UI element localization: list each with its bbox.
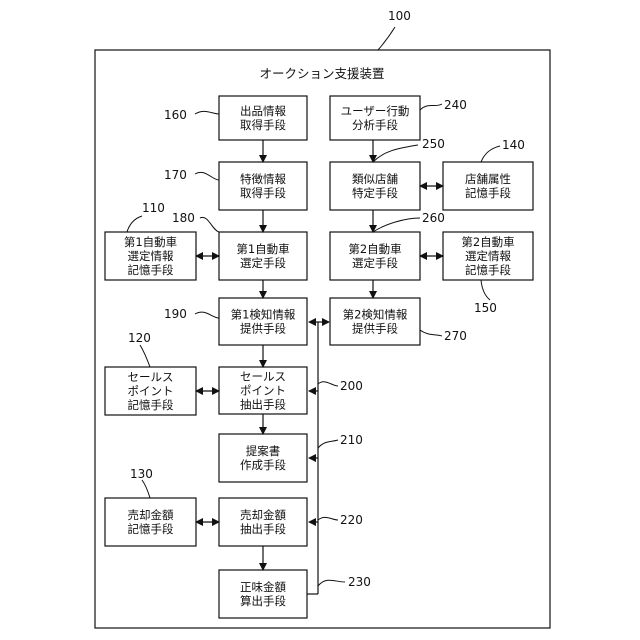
reference-number-270: 270	[444, 329, 467, 343]
leader-260	[373, 218, 420, 232]
block-200-label-line: 抽出手段	[240, 398, 286, 412]
frame-title: オークション支援装置	[259, 66, 384, 81]
leader-130	[142, 480, 150, 498]
block-140-label-line: 店舗属性	[465, 172, 511, 186]
leader-200	[318, 382, 338, 386]
block-270-label-line: 提供手段	[352, 322, 398, 336]
block-190: 第1検知情報提供手段	[219, 298, 307, 345]
block-220-label-line: 抽出手段	[240, 522, 286, 536]
block-120: セールスポイント記憶手段	[105, 367, 196, 415]
block-140: 店舗属性記憶手段	[443, 162, 533, 210]
block-250-label-line: 特定手段	[352, 186, 398, 200]
reference-number-160: 160	[164, 108, 187, 122]
leader-110	[127, 216, 142, 232]
block-230-label-line: 算出手段	[240, 594, 286, 608]
block-150: 第2自動車選定情報記憶手段	[443, 232, 533, 280]
block-150-label-line: 選定情報	[465, 249, 511, 263]
reference-number-230: 230	[348, 575, 371, 589]
block-160-label-line: 取得手段	[240, 118, 286, 132]
block-210-label-line: 作成手段	[240, 458, 286, 472]
block-170-label-line: 特徴情報	[240, 172, 286, 186]
block-150-label-line: 記憶手段	[465, 263, 511, 277]
leader-140	[481, 146, 500, 162]
block-160: 出品情報取得手段	[219, 96, 307, 140]
reference-number-120: 120	[128, 331, 151, 345]
reference-number-190: 190	[164, 307, 187, 321]
block-240: ユーザー行動分析手段	[330, 96, 420, 140]
reference-number-170: 170	[164, 168, 187, 182]
block-140-label-line: 記憶手段	[465, 186, 511, 200]
block-240-label-line: ユーザー行動	[341, 104, 410, 118]
block-120-label-line: 記憶手段	[128, 398, 174, 412]
block-250-label-line: 類似店舗	[352, 172, 398, 186]
block-110: 第1自動車選定情報記憶手段	[105, 232, 196, 280]
block-180-label-line: 選定手段	[240, 256, 286, 270]
block-180: 第1自動車選定手段	[219, 232, 307, 280]
reference-number-130: 130	[130, 467, 153, 481]
block-130-label-line: 記憶手段	[128, 522, 174, 536]
block-120-label-line: ポイント	[128, 384, 174, 398]
leader-160	[195, 111, 219, 114]
leader-170	[195, 172, 219, 180]
leader-190	[195, 312, 219, 318]
block-250: 類似店舗特定手段	[330, 162, 420, 210]
block-120-label-line: セールス	[128, 370, 174, 384]
block-190-label-line: 第1検知情報	[231, 308, 296, 322]
block-110-label-line: 記憶手段	[128, 263, 174, 277]
block-190-label-line: 提供手段	[240, 322, 286, 336]
leader-270	[420, 330, 442, 336]
block-230-label-line: 正味金額	[240, 580, 286, 594]
reference-number-210: 210	[340, 433, 363, 447]
block-260: 第2自動車選定手段	[330, 232, 420, 280]
block-170: 特徴情報取得手段	[219, 162, 307, 210]
leader-180	[200, 217, 219, 232]
leader-230	[318, 580, 345, 586]
reference-number-140: 140	[502, 138, 525, 152]
reference-number-110: 110	[142, 201, 165, 215]
block-220-label-line: 売却金額	[240, 508, 286, 522]
block-160-label-line: 出品情報	[240, 104, 286, 118]
leader-240	[420, 104, 442, 110]
block-150-label-line: 第2自動車	[461, 235, 514, 249]
reference-number-260: 260	[422, 211, 445, 225]
reference-number-250: 250	[422, 137, 445, 151]
block-270-label-line: 第2検知情報	[343, 308, 408, 322]
block-180-label-line: 第1自動車	[236, 242, 289, 256]
block-110-label-line: 第1自動車	[124, 235, 177, 249]
leader-250	[373, 145, 418, 162]
block-210-label-line: 提案書	[246, 444, 281, 458]
reference-number-180: 180	[172, 211, 195, 225]
leader-150	[481, 280, 490, 300]
block-130: 売却金額記憶手段	[105, 498, 196, 546]
reference-number-150: 150	[474, 301, 497, 315]
block-200-label-line: ポイント	[240, 384, 286, 398]
block-230: 正味金額算出手段	[219, 570, 307, 618]
reference-number-200: 200	[340, 379, 363, 393]
block-260-label-line: 選定手段	[352, 256, 398, 270]
block-210: 提案書作成手段	[219, 434, 307, 482]
block-200-label-line: セールス	[240, 370, 286, 384]
block-220: 売却金額抽出手段	[219, 498, 307, 546]
reference-number-240: 240	[444, 98, 467, 112]
leader-220	[318, 517, 338, 520]
leader-120	[140, 345, 150, 367]
reference-number-220: 220	[340, 513, 363, 527]
block-130-label-line: 売却金額	[128, 508, 174, 522]
block-170-label-line: 取得手段	[240, 186, 286, 200]
figure-number: 100	[388, 9, 411, 23]
block-200: セールスポイント抽出手段	[219, 367, 307, 414]
block-240-label-line: 分析手段	[352, 118, 398, 132]
figure-leader	[378, 27, 395, 50]
block-110-label-line: 選定情報	[128, 249, 174, 263]
leader-210	[318, 440, 338, 448]
block-260-label-line: 第2自動車	[348, 242, 401, 256]
block-270: 第2検知情報提供手段	[330, 298, 420, 345]
